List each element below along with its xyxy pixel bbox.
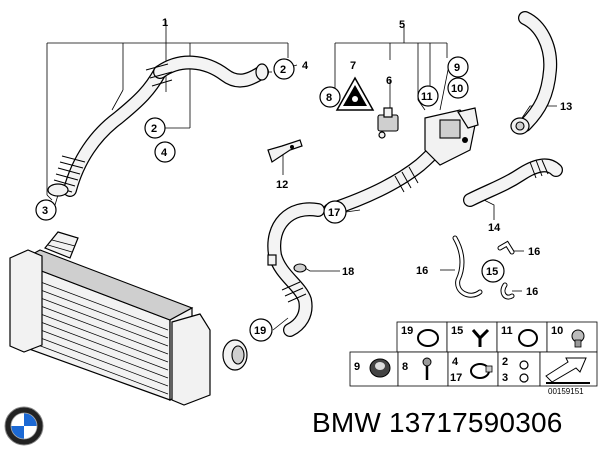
mounting-bracket xyxy=(267,139,303,163)
callout-16b: 16 xyxy=(416,265,428,277)
callout-4b: 4 xyxy=(161,147,168,159)
callout-15: 15 xyxy=(486,266,498,278)
bmw-roundel-icon xyxy=(4,406,44,446)
sensor-bracket xyxy=(377,107,399,139)
callouts: 1 2 4 2 4 3 5 7 6 8 11 9 10 13 12 14 17 … xyxy=(35,17,572,342)
callout-17: 17 xyxy=(328,207,340,219)
legend-3: 3 xyxy=(502,372,508,384)
callout-10: 10 xyxy=(451,83,463,95)
legend-15: 15 xyxy=(451,325,463,337)
callout-8: 8 xyxy=(326,92,332,104)
callout-5: 5 xyxy=(399,19,405,31)
legend-9: 9 xyxy=(354,361,360,373)
callout-13: 13 xyxy=(560,101,572,113)
boost-pipe-upper-left xyxy=(47,55,269,197)
callout-2a: 2 xyxy=(280,64,286,76)
legend-10: 10 xyxy=(551,325,563,337)
callout-1: 1 xyxy=(162,17,168,29)
brand-name: BMW xyxy=(312,407,382,438)
callout-16c: 16 xyxy=(526,286,538,298)
boost-hose-upper-right xyxy=(510,11,558,135)
callout-11: 11 xyxy=(421,91,433,103)
legend-4: 4 xyxy=(452,356,459,368)
part-number-value: 13717590306 xyxy=(389,407,563,438)
callout-18: 18 xyxy=(342,266,354,278)
diagram-code: 00159151 xyxy=(548,387,584,396)
shipping-arrow-icon xyxy=(545,357,590,384)
legend-19: 19 xyxy=(401,325,413,337)
callout-9: 9 xyxy=(454,62,460,74)
callout-3: 3 xyxy=(42,205,48,217)
intercooler xyxy=(9,231,248,406)
callout-12: 12 xyxy=(276,179,288,191)
legend-17: 17 xyxy=(450,372,462,384)
parts-legend: 19 15 11 10 9 8 4 17 2 3 xyxy=(349,321,598,387)
callout-14: 14 xyxy=(488,222,501,234)
boost-hose-right xyxy=(463,158,563,207)
legend-8: 8 xyxy=(402,361,408,373)
callout-6: 6 xyxy=(386,75,392,87)
callout-16a: 16 xyxy=(528,246,540,258)
vacuum-hoses xyxy=(452,235,515,300)
legend-11: 11 xyxy=(501,325,513,337)
callout-4a: 4 xyxy=(302,60,309,72)
charge-air-pipe-center xyxy=(323,107,479,217)
legend-2: 2 xyxy=(502,356,508,368)
charge-air-elbow xyxy=(267,202,325,337)
callout-19: 19 xyxy=(254,325,266,337)
callout-2b: 2 xyxy=(151,123,157,135)
brand-part-number: BMW 13717590306 xyxy=(312,407,563,439)
callout-7: 7 xyxy=(350,60,356,72)
warning-triangle-icon xyxy=(335,76,375,111)
